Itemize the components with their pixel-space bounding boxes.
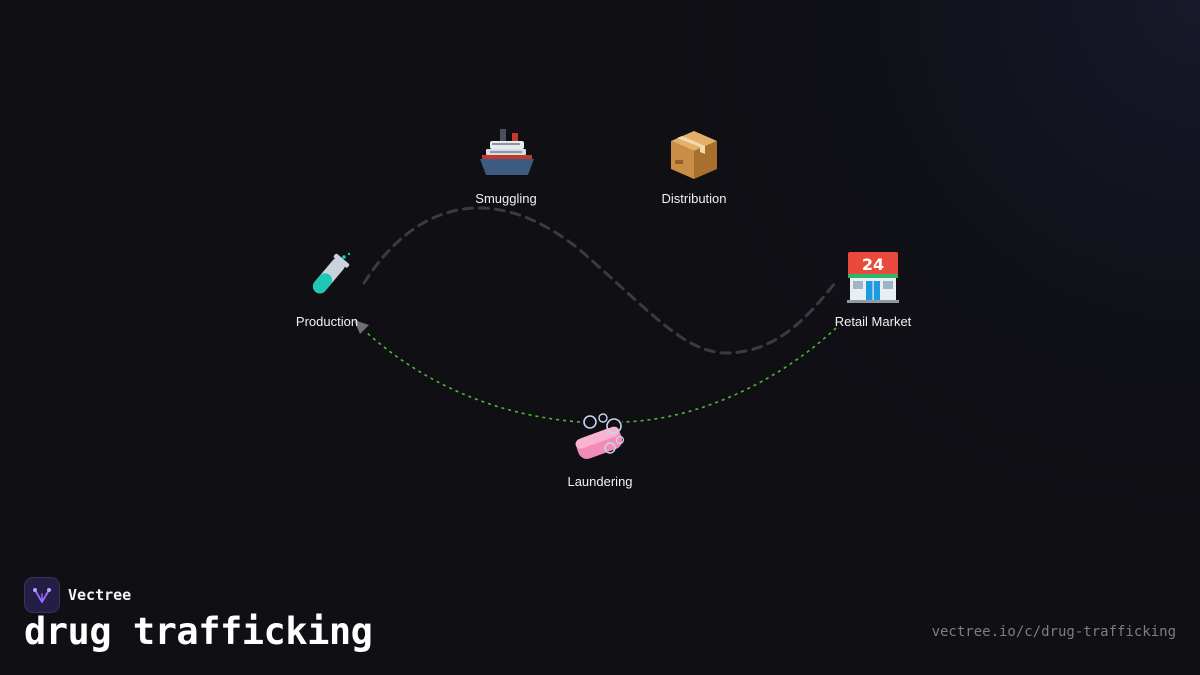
node-distribution[interactable]: Distribution — [624, 125, 764, 206]
arrowhead-to-production — [354, 320, 369, 334]
brand-name: Vectree — [68, 586, 132, 604]
node-label: Laundering — [567, 474, 633, 489]
node-label: Distribution — [661, 191, 727, 206]
node-label: Retail Market — [834, 314, 912, 329]
node-smuggling[interactable]: Smuggling — [436, 125, 576, 206]
page-url[interactable]: vectree.io/c/drug-trafficking — [931, 624, 1176, 640]
test-tube-icon — [297, 248, 357, 308]
vectree-logo-icon — [24, 577, 60, 613]
soap-icon — [570, 408, 630, 468]
edge-production-to-retail — [362, 206, 838, 355]
ship-icon — [476, 125, 536, 185]
page-title: drug trafficking — [24, 610, 373, 653]
node-laundering[interactable]: Laundering — [530, 408, 670, 489]
package-icon — [664, 125, 724, 185]
edge-retail-to-laundering — [621, 327, 837, 423]
convenience-store-icon: 24 — [843, 248, 903, 308]
node-production[interactable]: Production — [257, 248, 397, 329]
node-label: Smuggling — [475, 191, 537, 206]
node-label: Production — [295, 314, 359, 329]
node-retail-market[interactable]: 24 Retail Market — [803, 248, 943, 329]
svg-text:24: 24 — [862, 255, 884, 274]
brand[interactable]: Vectree — [24, 577, 131, 613]
